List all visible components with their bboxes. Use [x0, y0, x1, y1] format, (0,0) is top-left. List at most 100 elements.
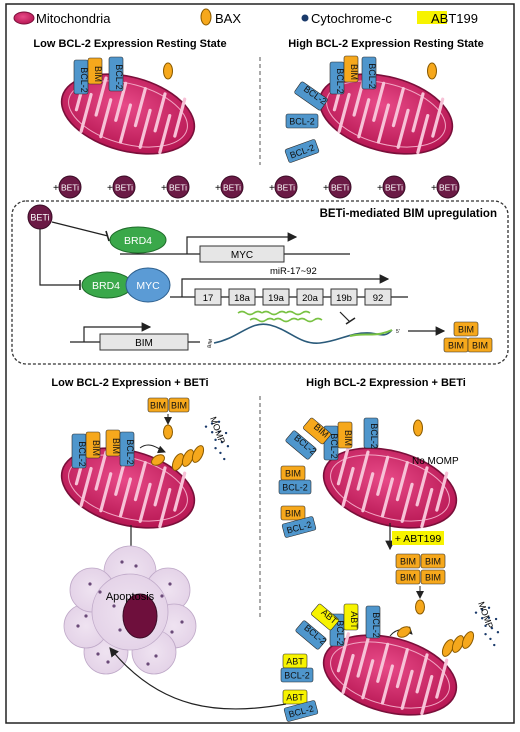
mechanism-beti: BETi [27, 204, 53, 230]
mir-segment-label: 19b [336, 293, 352, 304]
svg-text:BIM: BIM [150, 401, 166, 411]
svg-text:BIM: BIM [111, 438, 121, 454]
legend-mito-icon [13, 11, 35, 25]
brd4-protein [109, 226, 167, 254]
cytochrome-c [217, 430, 221, 433]
mirna [273, 317, 299, 323]
condensed-nucleus [122, 593, 158, 639]
bcl2-protein: BCL-2 [283, 700, 319, 722]
cytochrome-c [480, 617, 484, 620]
bax-icon [151, 454, 165, 466]
legend-bax-icon [200, 8, 212, 26]
abt199-badge [392, 531, 444, 545]
myc-protein [125, 267, 171, 303]
bax-pore [461, 631, 475, 649]
inhibition-line-brd4-myc [39, 229, 80, 286]
bcl2-protein: BCL-2 [280, 667, 314, 683]
svg-text:BIM: BIM [285, 469, 301, 479]
svg-text:BIM: BIM [400, 573, 416, 583]
abt-drug: ABT [282, 653, 308, 669]
cytochrome-c [210, 431, 214, 434]
vesicle [96, 652, 100, 656]
cytochrome-c [487, 616, 491, 619]
bim-protein: BIM [280, 505, 306, 521]
mir-segment-label: 17 [203, 293, 214, 304]
svg-text:BIM: BIM [400, 557, 416, 567]
svg-text:BIM: BIM [285, 509, 301, 519]
svg-text:BETi: BETi [439, 183, 457, 193]
bim-protein: BIM [280, 465, 306, 481]
bim-protein: BIM [85, 431, 101, 459]
bcl2-protein: BCL-2 [363, 417, 379, 449]
svg-text:BIM: BIM [349, 64, 359, 80]
mirna [285, 310, 311, 316]
cytochrome-c [204, 425, 208, 428]
mito-cristae [336, 445, 449, 529]
bax-icon [163, 424, 173, 440]
bcl2-protein: BCL-2 [119, 431, 135, 467]
bax-pore [441, 639, 455, 657]
myc-transcription-arrow [186, 232, 298, 254]
bim-protein: BIM [105, 429, 121, 457]
bim-protein: BIM [453, 321, 479, 337]
bcl2-protein: BCL-2 [361, 56, 377, 90]
cytochrome-c [496, 631, 500, 634]
bax-pores-high-beti-abt [441, 606, 500, 657]
abt-drug: ABT [282, 689, 308, 705]
svg-text:BETi: BETi [331, 183, 349, 193]
bim-protein: BIM [420, 569, 446, 585]
bim-protein: BIM [337, 421, 353, 449]
bax-icon [397, 626, 411, 638]
beti-item: +BETi [107, 175, 136, 199]
bax-icon [415, 599, 425, 615]
bcl2-protein: BCL-2 [365, 605, 381, 639]
svg-text:BCL-2: BCL-2 [369, 423, 379, 449]
legend-abt-icon [417, 11, 447, 24]
mirna [297, 317, 323, 323]
myc-gene [199, 245, 285, 263]
svg-text:BETi: BETi [277, 183, 295, 193]
panel-title-low-rest: Low BCL-2 Expression Resting State [33, 38, 226, 50]
svg-text:BCL-2: BCL-2 [289, 117, 315, 127]
beti-item: +BETi [377, 175, 406, 199]
svg-text:BIM: BIM [448, 341, 464, 351]
svg-text:BETi: BETi [385, 183, 403, 193]
cytochrome-c [226, 445, 230, 448]
beti-item: +BETi [161, 175, 190, 199]
beti-molecule [58, 175, 82, 199]
momp-label: MOMP [208, 415, 227, 445]
svg-text:+: + [161, 183, 167, 194]
vesicle [168, 582, 172, 586]
mir-segment [194, 288, 222, 306]
svg-text:BCL-2: BCL-2 [77, 441, 87, 467]
beti-molecule [274, 175, 298, 199]
brd4-label: BRD4 [124, 235, 152, 247]
bcl2-protein: BCL-2 [285, 113, 319, 129]
cytochrome-c [487, 606, 491, 609]
vesicle [170, 630, 174, 634]
mirna-bound [349, 329, 393, 337]
mir-segment [330, 288, 358, 306]
svg-text:+: + [431, 183, 437, 194]
svg-text:+: + [323, 183, 329, 194]
mirna-strands [237, 310, 323, 323]
beti-item: +BETi [215, 175, 244, 199]
svg-text:+: + [215, 183, 221, 194]
beti-molecule [112, 175, 136, 199]
vesicle [180, 620, 184, 624]
bcl2-protein: BCL-2 [284, 139, 320, 163]
cytochrome-c [214, 446, 217, 450]
bax-icon [163, 62, 173, 80]
mito-cristae [336, 632, 449, 716]
svg-text:BIM: BIM [91, 440, 101, 456]
vesicle [146, 662, 150, 666]
panel-title-high-rest: High BCL-2 Expression Resting State [288, 38, 484, 50]
vesicle [76, 624, 80, 628]
mir-segment [364, 288, 392, 306]
